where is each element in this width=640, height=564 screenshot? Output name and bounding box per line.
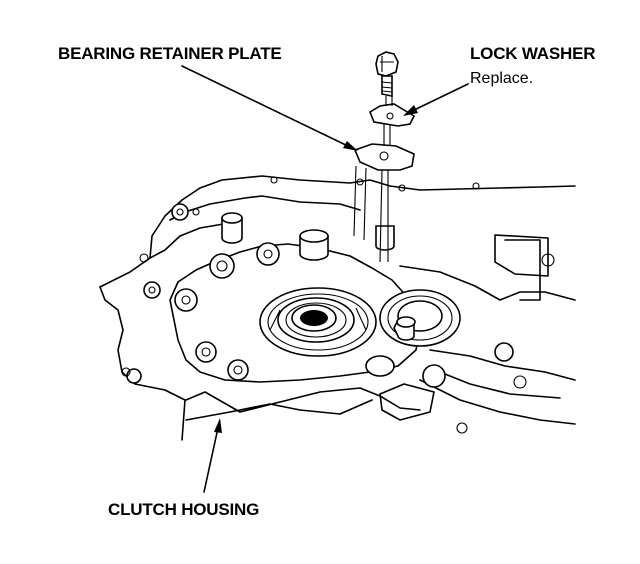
bolt-icon (375, 51, 399, 97)
mainshaft-bearing (259, 287, 377, 357)
housing-inner-ridge (169, 195, 361, 221)
shift-fork-shaft (429, 349, 576, 381)
housing-holes (121, 176, 480, 377)
leader-bearing-retainer-plate (181, 65, 358, 151)
leader-lock-washer (403, 83, 469, 116)
lower-housing-lip (185, 387, 421, 413)
clutch-housing-label: CLUTCH HOUSING (108, 500, 260, 519)
bearing-retainer-plate-label: BEARING RETAINER PLATE (58, 44, 282, 63)
lower-housing-lip-2 (185, 399, 373, 421)
right-housing-panel-2 (504, 239, 541, 301)
right-housing-panel (494, 234, 549, 277)
leader-clutch-housing (203, 418, 222, 493)
countershaft-bearing (379, 289, 461, 347)
housing-rim (149, 221, 236, 259)
right-housing-edge (399, 265, 576, 301)
lock-washer-icon (369, 103, 416, 127)
lower-plate (379, 383, 435, 421)
plate-centerline (353, 165, 367, 241)
right-side-bolts (365, 253, 555, 434)
upper-bolt-posts (221, 212, 395, 261)
housing-left-edge (99, 286, 186, 441)
assembly-centerline-a (379, 96, 387, 263)
shift-fork-lower (419, 379, 576, 425)
lock-washer-note: Replace. (470, 70, 534, 87)
retainer-plate-icon (353, 143, 415, 171)
shift-fork-rail (439, 371, 561, 399)
assembly-centerline-b (387, 96, 393, 262)
housing-outline (99, 175, 576, 288)
lock-washer-label: LOCK WASHER (470, 44, 596, 63)
flange-bolt-bosses (126, 203, 280, 384)
